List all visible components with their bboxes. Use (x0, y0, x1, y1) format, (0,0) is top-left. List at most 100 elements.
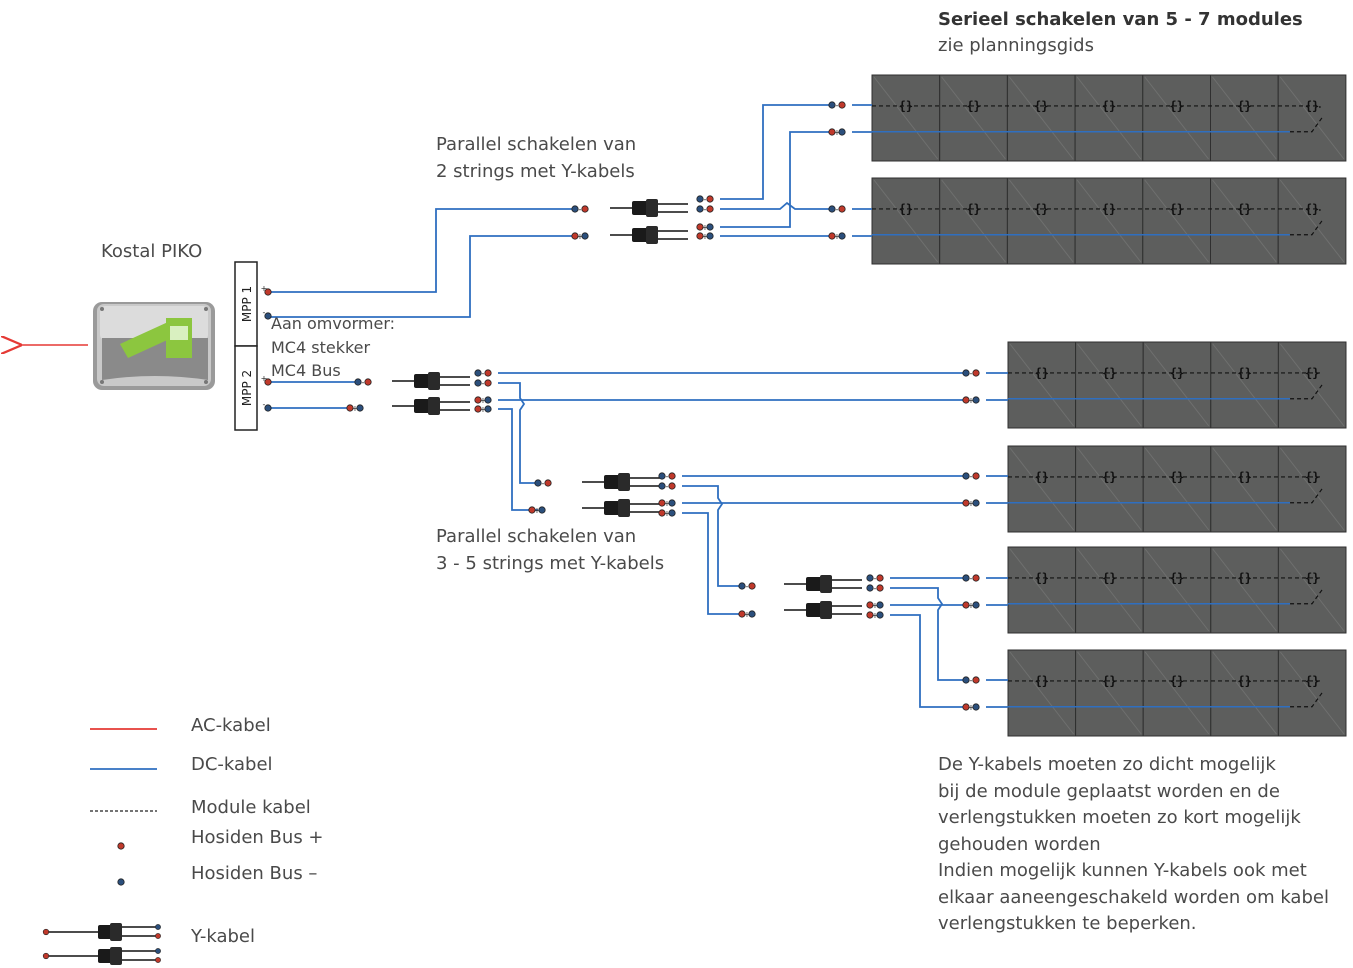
legend-ykabel-label: Y-kabel (191, 926, 255, 947)
junction-box-icon: {} (1237, 571, 1251, 585)
module-cable (1289, 220, 1323, 236)
module-cable (1290, 384, 1323, 400)
bus-plus-icon (484, 379, 492, 387)
module-cable (1290, 589, 1323, 605)
polarity-sign: + (872, 611, 879, 620)
bus-plus-icon (972, 472, 980, 480)
polarity-sign: - (704, 195, 707, 204)
junction-box-icon: {} (1170, 470, 1184, 484)
bus-minus-icon (534, 479, 542, 487)
mpp1-label: MPP 1 (240, 286, 254, 322)
advice-line: elkaar aaneengeschakeld worden om kabel (938, 886, 1329, 908)
bus-plus-icon (658, 499, 666, 507)
bus-plus-icon (748, 582, 756, 590)
legend (42, 728, 161, 965)
polarity-sign: - (874, 584, 877, 593)
junction-box-icon: {} (1102, 470, 1116, 484)
connector-note-3: MC4 Bus (271, 361, 341, 380)
module-cable (1008, 577, 1321, 580)
polarity-sign: - (666, 482, 669, 491)
y-cable-icon (392, 397, 470, 415)
y-cable-icon (582, 473, 660, 491)
junction-box-icon: {} (1237, 99, 1251, 113)
junction-box-icon: {} (1170, 366, 1184, 380)
bus-minus-icon (748, 610, 756, 618)
legend-ac-label: AC-kabel (191, 715, 271, 736)
inverter: MPP 1 MPP 2 (22, 261, 258, 431)
bus-plus-icon (828, 232, 836, 240)
advice-line: verlengstukken te beperken. (938, 913, 1197, 934)
module-cable (1008, 372, 1321, 375)
polarity-sign: - (836, 205, 839, 214)
dc-cable (890, 614, 966, 708)
polarity-sign: - (542, 479, 545, 488)
bus-plus-icon (581, 205, 589, 213)
bus-minus-icon (962, 676, 970, 684)
bus-minus-icon (866, 574, 874, 582)
polarity-sign: + (261, 374, 268, 383)
diagram-subtitle: zie planningsgids (938, 35, 1094, 56)
bus-plus-icon (264, 378, 272, 386)
bus-plus-icon (346, 404, 354, 412)
junction-box-icon: {} (1305, 99, 1319, 113)
junction-box-icon: {} (1169, 202, 1183, 216)
junction-box-icon: {} (1237, 202, 1251, 216)
bus-minus-icon (706, 232, 714, 240)
polarity-sign: + (702, 223, 709, 232)
y-cable-icon (392, 372, 470, 390)
legend-y-cable-icon (42, 923, 161, 941)
junction-box-icon: {} (1305, 674, 1319, 688)
bus-plus-icon (706, 195, 714, 203)
legend-y-cable-icon (42, 947, 161, 965)
dc-cable (498, 382, 538, 484)
bus-minus-icon (474, 369, 482, 377)
polarity-sign: - (263, 308, 266, 317)
junction-box-icon: {} (1305, 571, 1319, 585)
polarity-sign: - (263, 400, 266, 409)
bus-minus-icon (962, 574, 970, 582)
junction-box-icon: {} (1035, 674, 1049, 688)
bus-minus-icon (474, 379, 482, 387)
junction-box-icon: {} (1305, 470, 1319, 484)
junction-box-icon: {} (1237, 470, 1251, 484)
bus-minus-icon (356, 404, 364, 412)
bus-plus-icon (838, 205, 846, 213)
multi-strings-note-1: Parallel schakelen van (436, 526, 637, 547)
junction-box-icon: {} (1305, 202, 1319, 216)
solar-string: {}{}{}{}{} (1007, 341, 1347, 429)
dc-cable (890, 587, 966, 681)
dc-cable (498, 408, 538, 511)
advice-line: De Y-kabels moeten zo dicht mogelijk (938, 754, 1276, 775)
bus-minus-icon (876, 611, 884, 619)
module-cable (1289, 117, 1323, 133)
junction-box-icon: {} (1102, 99, 1116, 113)
polarity-sign: + (664, 509, 671, 518)
junction-box-icon: {} (1170, 674, 1184, 688)
polarity-sign: + (968, 499, 975, 508)
inverter-label: Kostal PIKO (101, 241, 203, 262)
connector-note-1: Aan omvormer: (271, 314, 396, 333)
bus-plus-icon (668, 482, 676, 490)
junction-box-icon: {} (1102, 674, 1116, 688)
polarity-sign: + (702, 232, 709, 241)
advice-line: verlengstukken moeten zo kort mogelijk (938, 807, 1301, 828)
bus-minus-icon (972, 601, 980, 609)
bus-minus-icon (838, 128, 846, 136)
module-cable (1008, 680, 1321, 683)
y-cable-icon (784, 575, 862, 593)
junction-box-icon: {} (966, 99, 980, 113)
multi-strings-note-2: 3 - 5 strings met Y-kabels (436, 553, 665, 574)
bus-minus-icon (876, 601, 884, 609)
polarity-sign: - (704, 205, 707, 214)
junction-box-icon: {} (966, 202, 980, 216)
dc-cable (682, 512, 742, 615)
bus-minus-icon (972, 499, 980, 507)
polarity-sign: + (480, 396, 487, 405)
junction-box-icon: {} (1237, 366, 1251, 380)
y-cable-icon (582, 499, 660, 517)
solar-string: {}{}{}{}{} (1007, 445, 1347, 533)
bus-minus-icon (972, 703, 980, 711)
bus-minus-icon (706, 223, 714, 231)
junction-box-icon: {} (1305, 366, 1319, 380)
y-cable-icon (610, 199, 688, 217)
